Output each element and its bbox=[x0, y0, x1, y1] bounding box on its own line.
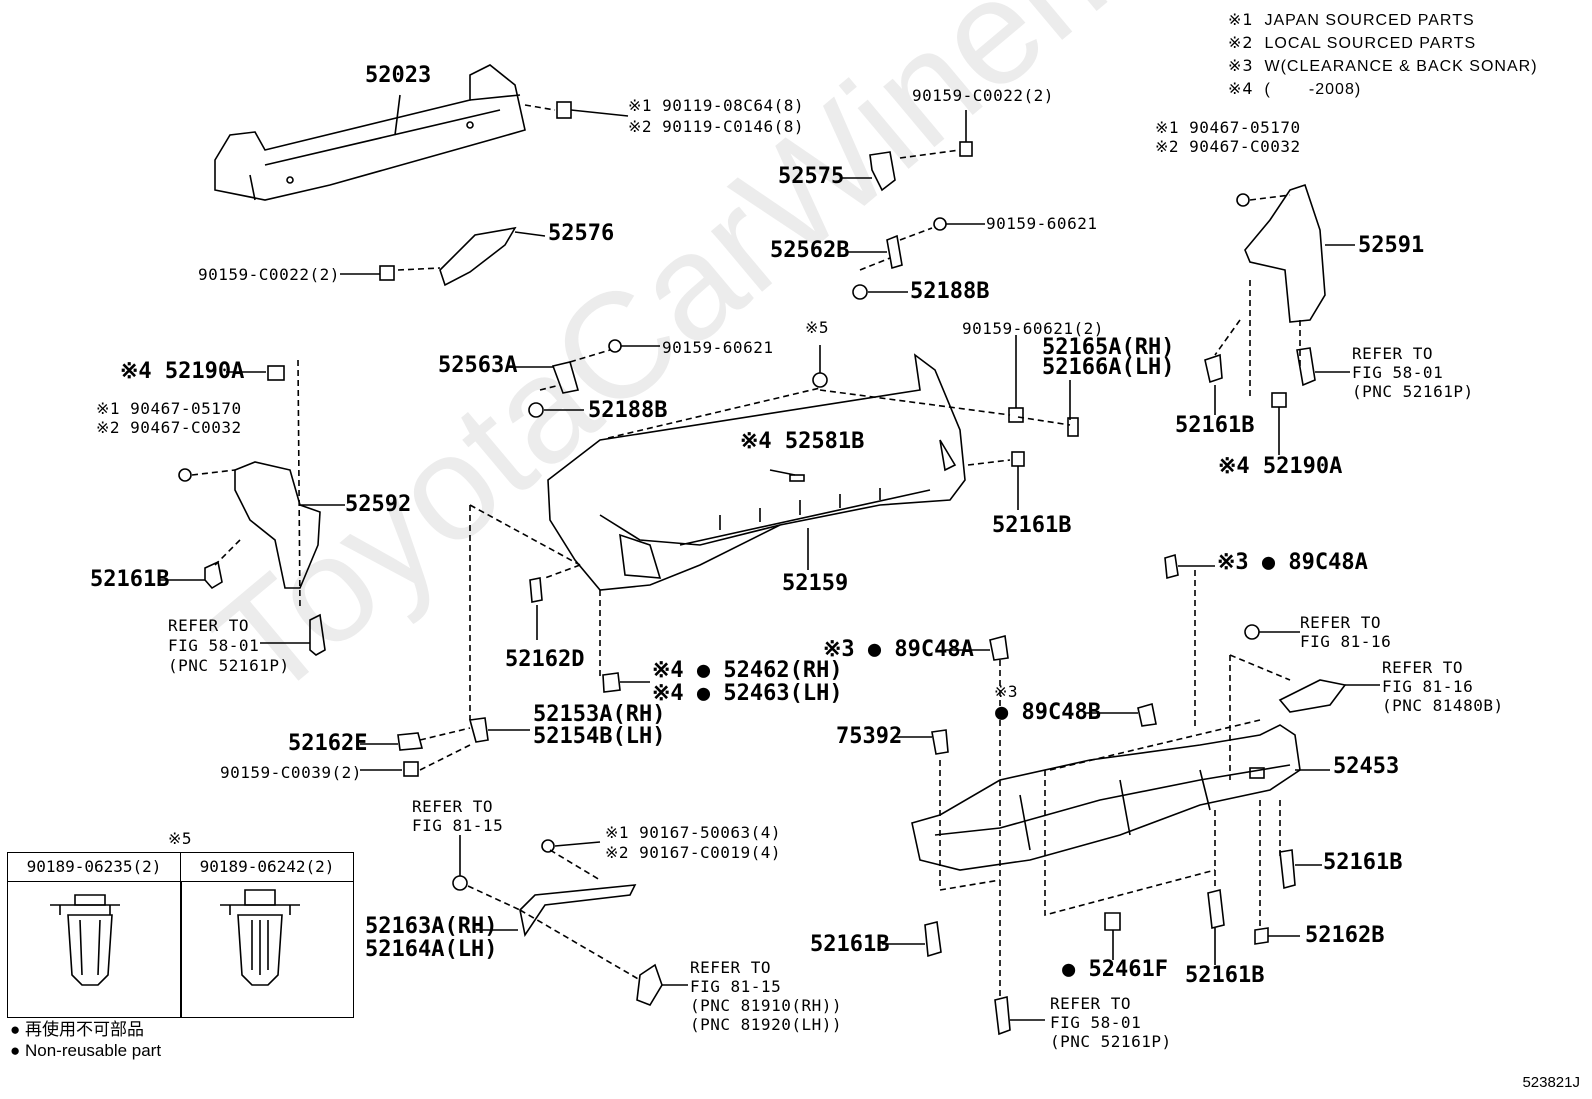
refer-bot-3: (PNC 52161P) bbox=[1050, 1032, 1172, 1051]
clip-table-col1: 90189-06235(2) bbox=[8, 853, 181, 882]
label-52462: ※4 ● 52462(RH) bbox=[652, 658, 843, 683]
figure-id: 523821J bbox=[1522, 1074, 1580, 1091]
label-x5: ※5 bbox=[805, 318, 830, 337]
note-4: ※4 ( -2008) bbox=[1228, 79, 1362, 98]
clip-table: 90189-06235(2) 90189-06242(2) bbox=[7, 852, 354, 1018]
label-90167-jp: ※1 90167-50063(4) bbox=[605, 823, 782, 842]
label-90159-c0039: 90159-C0039(2) bbox=[220, 763, 362, 782]
refer-right-3: (PNC 52161P) bbox=[1352, 382, 1474, 401]
label-52162d: 52162D bbox=[505, 647, 585, 672]
refer-bot-2: FIG 58-01 bbox=[1050, 1013, 1142, 1032]
refer-left-1: REFER TO bbox=[168, 616, 250, 635]
label-52562b: 52562B bbox=[770, 238, 850, 263]
label-52164a: 52164A(LH) bbox=[365, 937, 498, 962]
clip-shapes bbox=[50, 889, 300, 986]
bumper-cover-52159 bbox=[547, 353, 966, 591]
label-52166a: 52166A(LH) bbox=[1042, 355, 1175, 380]
label-89c48a-mid: ※3 ● 89C48A bbox=[823, 637, 974, 662]
label-52162e: 52162E bbox=[288, 731, 368, 756]
label-90159-60621-b: 90159-60621 bbox=[662, 338, 774, 357]
refer-left-3: (PNC 52161P) bbox=[168, 656, 290, 675]
label-52463: ※4 ● 52463(LH) bbox=[652, 681, 843, 706]
refer-8115-a2: FIG 81-15 bbox=[412, 816, 504, 835]
label-52161b-mid: 52161B bbox=[992, 513, 1072, 538]
label-90159-60621-c: 90159-60621(2) bbox=[962, 319, 1104, 338]
refer-8115-b2: FIG 81-15 bbox=[690, 977, 782, 996]
label-52461f: ● 52461F bbox=[1062, 957, 1168, 982]
label-52453: 52453 bbox=[1333, 754, 1400, 779]
label-52165a: 52165A(RH) bbox=[1042, 335, 1175, 360]
refer-bot-1: REFER TO bbox=[1050, 994, 1132, 1013]
note-2: ※2 LOCAL SOURCED PARTS bbox=[1228, 33, 1477, 52]
refer-8116-a2: FIG 81-16 bbox=[1300, 632, 1392, 651]
label-52162b: 52162B bbox=[1305, 923, 1385, 948]
refer-8116-a1: REFER TO bbox=[1300, 613, 1382, 632]
clip-table-mark: ※5 bbox=[168, 829, 193, 848]
label-52563a: 52563A bbox=[438, 353, 518, 378]
label-52023: 52023 bbox=[365, 63, 432, 88]
label-52592: 52592 bbox=[345, 492, 412, 517]
refer-8116-b2: FIG 81-16 bbox=[1382, 677, 1474, 696]
label-52190a-right: ※4 52190A bbox=[1218, 454, 1343, 479]
refer-8115-b3: (PNC 81910(RH)) bbox=[690, 996, 842, 1015]
lower-cover-52453 bbox=[911, 724, 1330, 871]
label-bolt-jp: ※1 90119-08C64(8) bbox=[628, 96, 805, 115]
refer-8116-b3: (PNC 81480B) bbox=[1382, 696, 1504, 715]
refer-right-1: REFER TO bbox=[1352, 344, 1434, 363]
label-52161b-r1: 52161B bbox=[1323, 850, 1403, 875]
legend-en: ● Non-reusable part bbox=[10, 1041, 162, 1060]
label-90159-c0022-top: 90159-C0022(2) bbox=[912, 86, 1054, 105]
label-52188b-b: 52188B bbox=[588, 398, 668, 423]
label-90159-c0022-left: 90159-C0022(2) bbox=[198, 265, 340, 284]
label-52581b: ※4 52581B bbox=[740, 429, 865, 454]
label-52190a-left: ※4 52190A bbox=[120, 359, 245, 384]
clip-table-divider bbox=[180, 881, 182, 1017]
refer-8115-b1: REFER TO bbox=[690, 958, 772, 977]
note-3: ※3 W(CLEARANCE & BACK SONAR) bbox=[1228, 56, 1538, 75]
label-52161b-r2: 52161B bbox=[1185, 963, 1265, 988]
label-90467-local-right: ※2 90467-C0032 bbox=[1155, 137, 1301, 156]
refer-right-2: FIG 58-01 bbox=[1352, 363, 1444, 382]
label-90167-local: ※2 90167-C0019(4) bbox=[605, 843, 782, 862]
rear-reinforcement-52023 bbox=[214, 64, 526, 201]
refer-8115-b4: (PNC 81920(LH)) bbox=[690, 1015, 842, 1034]
label-89c48a-top: ※3 ● 89C48A bbox=[1217, 550, 1368, 575]
label-52188b-a: 52188B bbox=[910, 279, 990, 304]
refer-8116-b1: REFER TO bbox=[1382, 658, 1464, 677]
label-75392: 75392 bbox=[836, 724, 903, 749]
label-52163a: 52163A(RH) bbox=[365, 914, 498, 939]
label-bolt-local: ※2 90119-C0146(8) bbox=[628, 117, 805, 136]
clip-table-col2: 90189-06242(2) bbox=[181, 853, 353, 882]
label-89c48b: ● 89C48B bbox=[995, 700, 1101, 725]
refer-left-2: FIG 58-01 bbox=[168, 636, 260, 655]
label-52154b: 52154B(LH) bbox=[533, 724, 666, 749]
label-90467-jp-left: ※1 90467-05170 bbox=[96, 399, 242, 418]
label-52159: 52159 bbox=[782, 571, 849, 596]
legend-jp: ● 再使用不可部品 bbox=[10, 1020, 144, 1039]
label-52591: 52591 bbox=[1358, 233, 1425, 258]
label-52153a: 52153A(RH) bbox=[533, 702, 666, 727]
label-52576: 52576 bbox=[548, 221, 615, 246]
label-90467-local-left: ※2 90467-C0032 bbox=[96, 418, 242, 437]
label-90159-60621-a: 90159-60621 bbox=[986, 214, 1098, 233]
label-90467-jp-right: ※1 90467-05170 bbox=[1155, 118, 1301, 137]
label-52161b-left: 52161B bbox=[90, 567, 170, 592]
label-52161b-right: 52161B bbox=[1175, 413, 1255, 438]
note-1: ※1 JAPAN SOURCED PARTS bbox=[1228, 10, 1475, 29]
label-52161b-bl: 52161B bbox=[810, 932, 890, 957]
label-x3: ※3 bbox=[994, 682, 1019, 701]
refer-8115-a1: REFER TO bbox=[412, 797, 494, 816]
label-52575: 52575 bbox=[778, 164, 845, 189]
